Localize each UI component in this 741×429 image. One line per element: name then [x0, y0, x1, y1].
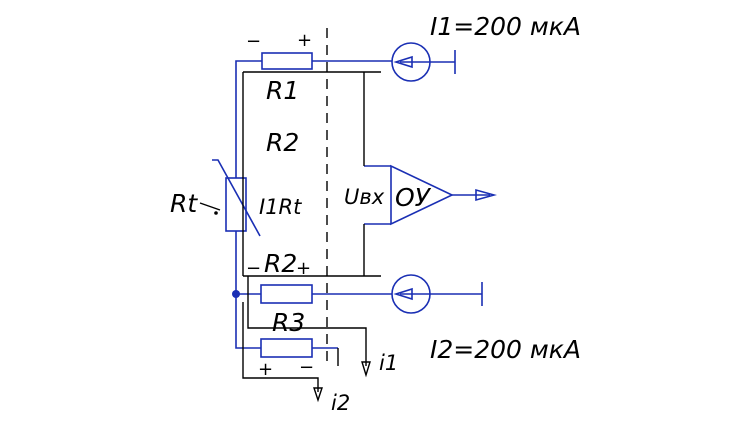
wire-node-to-r3 [235, 294, 261, 349]
wire-r1-left-bus [235, 60, 262, 178]
label-i2: i2 [331, 391, 350, 415]
current-source-2 [391, 274, 483, 314]
junction-node [232, 290, 240, 298]
sign-r3-right: − [299, 357, 314, 378]
blue-wiring [235, 60, 392, 349]
label-r2-upper: R2 [266, 128, 299, 157]
label-u-in: Uвх [344, 185, 385, 209]
op-amp [364, 164, 497, 226]
sign-r2-right: + [296, 258, 311, 279]
label-r2-lower: R2 [264, 249, 297, 278]
thermistor-rt [225, 177, 247, 232]
resistor-r2 [260, 284, 313, 304]
label-r3: R3 [272, 308, 305, 337]
resistor-r3 [260, 338, 313, 358]
label-i1-source: I1=200 мкА [430, 12, 581, 41]
label-i-rt: I1Rt [259, 195, 302, 219]
wire-r3-return [247, 276, 367, 366]
current-source-1 [391, 42, 456, 82]
sign-r2-left: − [246, 258, 261, 279]
label-r1: R1 [266, 76, 299, 105]
sign-r1-right: + [297, 30, 312, 51]
wire-bottom-loop [242, 302, 319, 392]
rt-temp-mark [199, 202, 221, 215]
black-wiring [242, 71, 381, 392]
arrow-i1 [361, 361, 371, 378]
sign-r1-left: − [246, 31, 261, 52]
sign-r3-left: + [258, 359, 273, 380]
arrow-i2 [313, 387, 323, 403]
label-rt: Rt [170, 189, 198, 218]
label-opamp: ОУ [395, 183, 432, 212]
thermistor-diagonal [212, 159, 261, 237]
label-i2-source: I2=200 мкА [430, 335, 581, 364]
label-i1: i1 [379, 351, 398, 375]
resistor-r1 [261, 52, 313, 70]
